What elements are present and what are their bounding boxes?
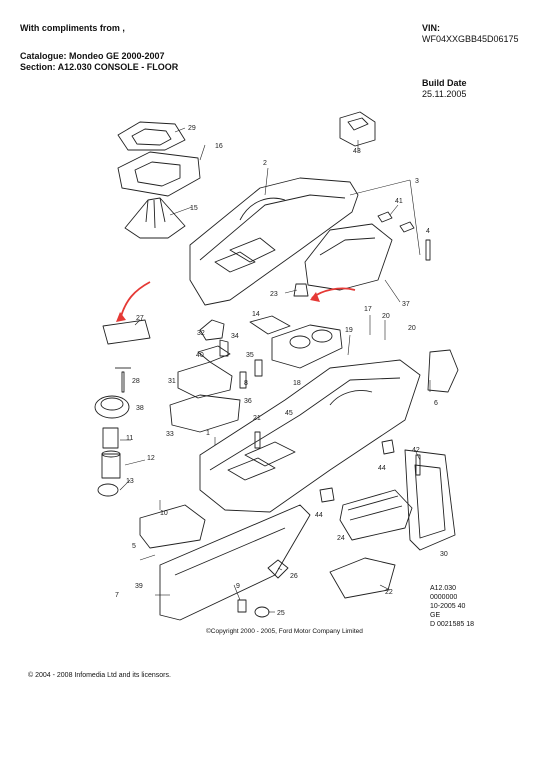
callout-37: 37 <box>402 301 410 308</box>
callout-21: 21 <box>253 415 261 422</box>
callout-14: 14 <box>252 311 260 318</box>
callout-5: 5 <box>132 543 136 550</box>
build-date-value: 25.11.2005 <box>422 89 467 99</box>
callout-45: 45 <box>285 410 293 417</box>
callout-24: 24 <box>337 535 345 542</box>
ref-line-1: A12.030 <box>430 585 457 592</box>
compliments-text: With compliments from , <box>20 23 125 33</box>
callout-15: 15 <box>190 205 198 212</box>
callout-43: 43 <box>353 148 361 155</box>
callout-2: 2 <box>263 160 267 167</box>
callout-16: 16 <box>215 143 223 150</box>
callout-36: 36 <box>244 398 252 405</box>
ref-line-4: GE <box>430 612 441 619</box>
callout-20: 20 <box>382 313 390 320</box>
callout-25: 25 <box>277 610 285 617</box>
callout-28: 28 <box>132 378 140 385</box>
callout-7: 7 <box>115 592 119 599</box>
callout-33: 33 <box>166 431 174 438</box>
lower-console <box>199 359 421 513</box>
side-trim-strip <box>102 319 151 345</box>
callout-23: 23 <box>270 291 278 298</box>
callout-13: 13 <box>126 478 134 485</box>
callout-38: 38 <box>136 405 144 412</box>
callout-41: 41 <box>395 198 403 205</box>
callout-26: 26 <box>290 573 298 580</box>
rear-end-cap <box>427 349 459 393</box>
callout-27: 27 <box>136 315 144 322</box>
build-date-label: Build Date <box>422 78 467 88</box>
side-panel <box>159 504 311 621</box>
ford-copyright: ©Copyright 2000 - 2005, Ford Motor Compa… <box>206 628 363 635</box>
callout-39: 39 <box>135 583 143 590</box>
callout-35: 35 <box>246 352 254 359</box>
callout-30: 30 <box>440 551 448 558</box>
lid-hinge <box>339 111 376 147</box>
callout-10: 10 <box>160 510 168 517</box>
callout-20b: 20 <box>408 325 416 332</box>
vin-label: VIN: <box>422 23 440 33</box>
upper-console <box>189 177 359 306</box>
lower-tray <box>169 394 241 433</box>
rubber-mat <box>329 557 396 599</box>
callout-31: 31 <box>168 378 176 385</box>
callout-8: 8 <box>244 380 248 387</box>
callout-4: 4 <box>426 228 430 235</box>
callout-11: 11 <box>126 435 133 442</box>
callout-40: 40 <box>196 352 204 359</box>
callout-3: 3 <box>415 178 419 185</box>
callout-18: 18 <box>293 380 301 387</box>
callout-32: 32 <box>197 330 205 337</box>
callout-34: 34 <box>231 333 239 340</box>
ref-line-2: 0000000 <box>430 594 458 601</box>
callout-44: 44 <box>378 465 386 472</box>
rear-panel <box>404 449 456 551</box>
callout-6: 6 <box>434 400 438 407</box>
callout-29: 29 <box>188 125 196 132</box>
callout-44b: 44 <box>315 512 323 519</box>
storage-tray <box>339 489 413 541</box>
armrest-lid <box>304 223 393 291</box>
callout-1: 1 <box>206 430 210 437</box>
vin-value: WF04XXGBB45D06175 <box>422 34 519 44</box>
shifter-surround <box>117 151 201 197</box>
callout-19: 19 <box>345 327 353 334</box>
shifter-trim-ring <box>117 121 186 151</box>
callout-22: 22 <box>385 589 393 596</box>
callout-42: 42 <box>412 447 420 454</box>
footer-copyright: © 2004 - 2008 Infomedia Ltd and its lice… <box>28 672 171 679</box>
callout-17: 17 <box>364 306 372 313</box>
reference-block: A12.030 0000000 10-2005 40 GE D 0021585 … <box>430 584 474 629</box>
section-title: Section: A12.030 CONSOLE - FLOOR <box>20 62 179 72</box>
ref-line-3: 10-2005 40 <box>430 603 466 610</box>
callout-9: 9 <box>236 583 240 590</box>
ref-line-5: D 0021585 18 <box>430 621 474 628</box>
catalogue-title: Catalogue: Mondeo GE 2000-2007 <box>20 51 165 61</box>
callout-12: 12 <box>147 455 155 462</box>
